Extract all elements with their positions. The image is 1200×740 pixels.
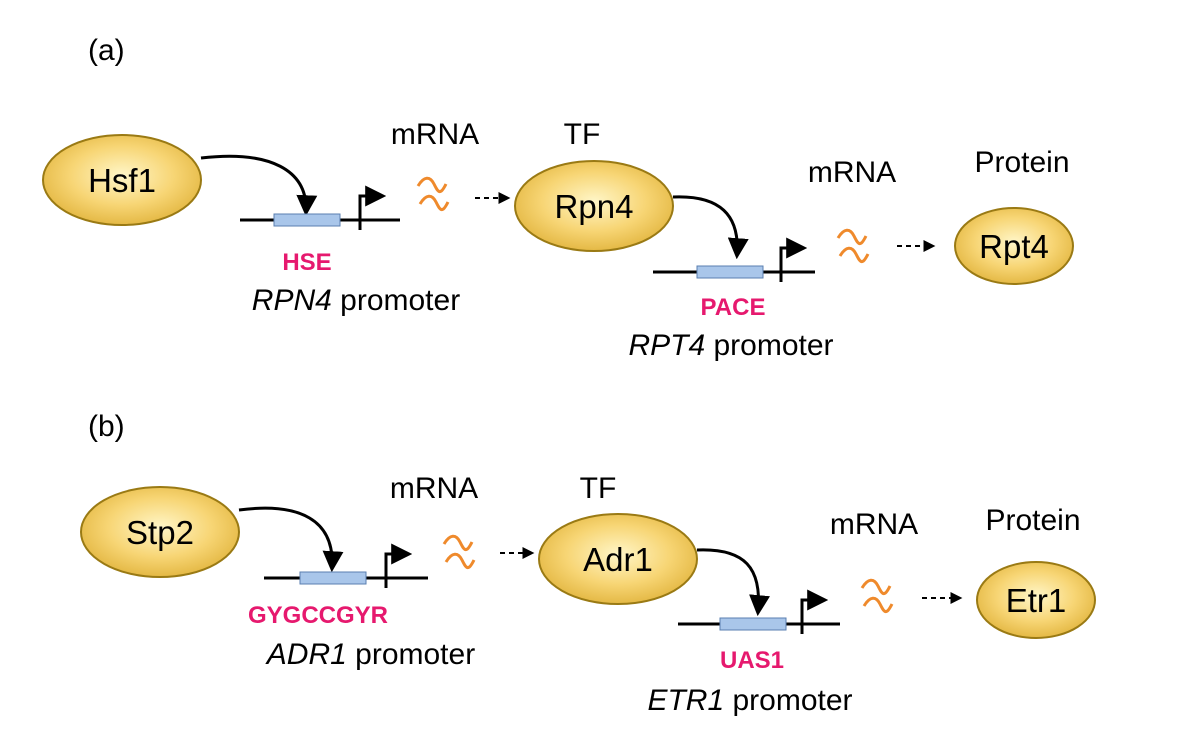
mrna-wave-icon (836, 228, 868, 245)
curved-arrow-icon (696, 548, 770, 617)
motif-2-label: UAS1 (720, 647, 784, 674)
node-adr1: Adr1 (538, 513, 698, 605)
mrna-wave-icon (860, 578, 892, 595)
node-etr1: Etr1 (976, 561, 1096, 639)
node-rpn4: Rpn4 (514, 160, 674, 252)
tf-header: TF (564, 118, 601, 151)
promoter-2-label: RPT4 promoter (628, 329, 833, 362)
protein-ellipse (954, 207, 1074, 285)
tf-label: Rpn4 (555, 188, 634, 225)
motif-box (299, 571, 367, 585)
mrna-wave-icon (442, 534, 474, 551)
protein-header: Protein (985, 504, 1080, 537)
motif-1-label: GYGCCGYR (248, 602, 388, 629)
regulator-label: Hsf1 (88, 162, 156, 199)
transcription-start-arrow-icon (779, 237, 808, 282)
node-rpt4: Rpt4 (954, 207, 1074, 285)
motif-box (719, 617, 787, 631)
regulator-label: Stp2 (126, 514, 194, 551)
tf-header: TF (580, 472, 617, 505)
regulator-ellipse (80, 486, 240, 578)
protein-label: Rpt4 (979, 228, 1049, 265)
node-stp2: Stp2 (80, 486, 240, 578)
mrna-wave-icon (416, 176, 448, 193)
mrna-wave-icon (862, 596, 894, 613)
mrna-label: mRNA (391, 118, 479, 151)
panel-a-label: (a) (88, 34, 125, 67)
mrna-label: mRNA (830, 508, 918, 541)
mrna-wave-icon (444, 552, 476, 569)
promoter-1-label: ADR1 promoter (265, 638, 475, 671)
motif-box (696, 265, 764, 279)
panel-b-label: (b) (88, 410, 125, 443)
tf-ellipse (514, 160, 674, 252)
promoter-1-label: RPN4 promoter (252, 284, 460, 317)
node-hsf1: Hsf1 (42, 134, 202, 226)
mrna-label: mRNA (390, 472, 478, 505)
mrna-wave-icon (838, 246, 870, 263)
panel-b: (b) Stp2 GYGCCGYR ADR1 promoter mRNA TF … (80, 410, 1096, 717)
motif-2-label: PACE (701, 294, 766, 321)
protein-header: Protein (974, 146, 1069, 179)
promoter-2-label: ETR1 promoter (647, 684, 852, 717)
motif-box (273, 213, 341, 227)
protein-label: Etr1 (1006, 582, 1067, 619)
mrna-wave-icon (418, 194, 450, 211)
transcription-start-arrow-icon (384, 543, 413, 588)
motif-1-label: HSE (282, 249, 331, 276)
tf-label: Adr1 (583, 541, 653, 578)
protein-ellipse (976, 561, 1096, 639)
curved-arrow-icon (238, 506, 344, 573)
curved-arrow-icon (672, 195, 749, 260)
curved-arrow-icon (200, 154, 318, 217)
panel-a: (a) Hsf1 HSE RPN4 promoter mRNA TF Rpn4 … (42, 34, 1074, 362)
tf-ellipse (538, 513, 698, 605)
transcription-start-arrow-icon (800, 589, 829, 634)
transcription-start-arrow-icon (358, 185, 387, 230)
regulator-ellipse (42, 134, 202, 226)
mrna-label: mRNA (808, 156, 896, 189)
